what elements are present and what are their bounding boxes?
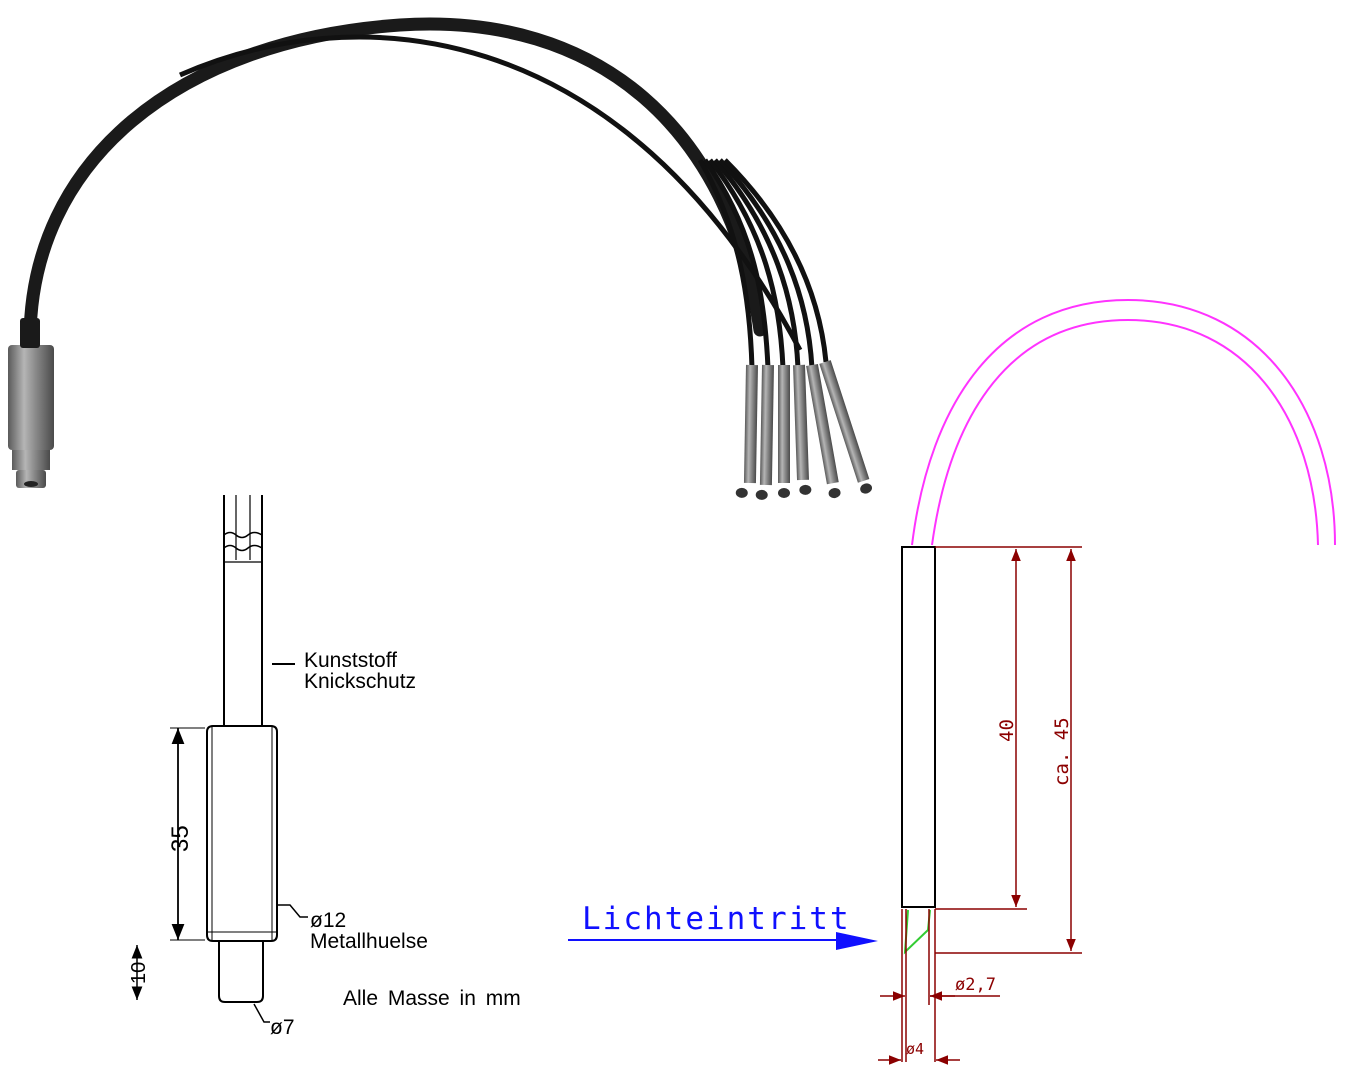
drawing-right: [568, 298, 1336, 1065]
probe-body-outline: [901, 546, 936, 908]
drawing-left: [131, 495, 308, 1023]
fiber-bundle-cable-outer: [178, 34, 803, 352]
probe-tips-photo: [735, 360, 873, 500]
dim-label-35: 35: [167, 825, 194, 852]
metal-sleeve-outline: [206, 725, 278, 942]
nozzle-outline: [218, 941, 264, 1003]
fiber-strand: [713, 158, 801, 369]
fiber-strand: [708, 158, 786, 369]
break-symbol: [223, 531, 263, 539]
dim-label-40: 40: [996, 719, 1018, 742]
fiber-strand: [702, 158, 771, 369]
fiber-strand: [697, 158, 755, 369]
metal-ferrule-photo: [8, 318, 54, 488]
label-metallhuelse: Metallhuelse: [310, 930, 428, 953]
fiber-strand: [723, 158, 829, 363]
dim-label-27: ø2,7: [955, 975, 996, 995]
product-photo: [8, 17, 873, 500]
light-entry-arrowhead: [836, 932, 878, 950]
note-units: Alle Masse in mm: [343, 987, 521, 1010]
light-entry-label: Lichteintritt: [582, 901, 851, 937]
dim-label-45: ca. 45: [1051, 717, 1073, 786]
probe-tip-cut: [903, 909, 931, 955]
dim-label-7: ø7: [270, 1016, 295, 1039]
label-knickschutz: Knickschutz: [304, 670, 416, 693]
fiber-arc: [911, 298, 1336, 546]
leader-line-7: [253, 1003, 270, 1023]
dim-label-10: 10: [128, 962, 150, 984]
leader-line-12: [278, 904, 308, 918]
dim-label-4: ø4: [906, 1040, 924, 1058]
fiber-bundle-cable: [23, 17, 767, 347]
label-kunststoff: Kunststoff: [304, 649, 397, 672]
dim-label-12: ø12: [310, 909, 346, 932]
fiber-strand: [718, 158, 815, 369]
fiber-arc: [931, 318, 1319, 546]
